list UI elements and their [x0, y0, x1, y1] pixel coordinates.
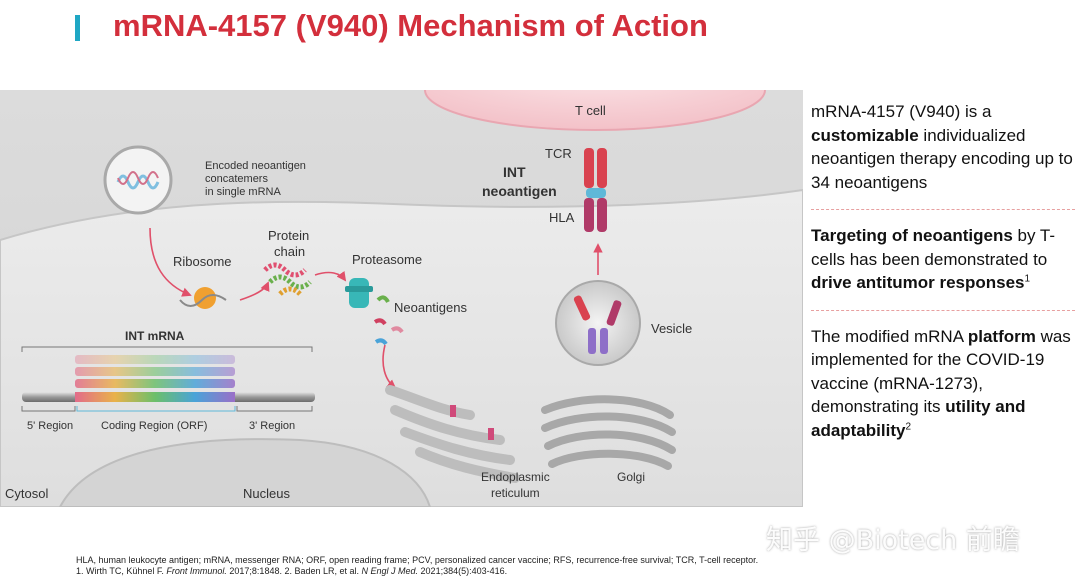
encoded-label-3: in single mRNA [205, 186, 281, 198]
cytosol-label: Cytosol [5, 486, 48, 501]
summary-point-2: Targeting of neoantigens by T-cells has … [811, 224, 1075, 295]
er-label-2: reticulum [491, 486, 540, 500]
coding-region-label: Coding Region (ORF) [101, 420, 207, 432]
tcr-hla-complex-icon [584, 148, 607, 232]
encoded-label-1: Encoded neoantigen [205, 160, 306, 172]
protein-label-1: Protein [268, 228, 309, 243]
ribosome-icon [179, 287, 227, 309]
abbreviations-footnote: HLA, human leukocyte antigen; mRNA, mess… [76, 555, 759, 565]
protein-chain-icon [263, 262, 312, 296]
summary-text: was implemented for the COVID-19 vaccine… [811, 326, 1071, 417]
arrow-to-protein [239, 281, 270, 301]
summary-emphasis: utility and adaptability [811, 397, 1026, 440]
proteasome-label: Proteasome [352, 252, 422, 267]
summary-text: The modified mRNA [811, 326, 968, 346]
summary-point-3: The modified mRNA platform was implement… [811, 325, 1075, 443]
reference-superscript: 1 [1024, 273, 1031, 285]
golgi-icon [541, 395, 676, 470]
three-region-label: 3' Region [249, 420, 295, 432]
neoantigens-label: Neoantigens [394, 300, 467, 315]
tcr-label: TCR [545, 146, 572, 161]
summary-text: by T-cells has been demonstrated to [811, 226, 1056, 269]
nucleus-label: Nucleus [243, 486, 290, 501]
hla-label: HLA [549, 210, 575, 225]
reference-text: 1. Wirth TC, Kühnel F. [76, 566, 167, 576]
summary-emphasis: drive antitumor responses [811, 273, 1025, 292]
summary-text: mRNA-4157 (V940) is a [811, 102, 992, 121]
vesicle-label: Vesicle [651, 321, 692, 336]
summary-emphasis: Targeting of neoantigens [811, 226, 1013, 245]
references-footnote: 1. Wirth TC, Kühnel F. Front Immunol. 20… [76, 566, 507, 576]
int-label: INT [503, 164, 526, 180]
summary-emphasis: platform [967, 326, 1036, 346]
vesicle-icon [555, 280, 641, 366]
watermark: 知乎 @Biotech 前瞻 [766, 525, 1020, 556]
arrow-to-ribosome [149, 227, 192, 297]
summary-text: individualized neoantigen therapy encodi… [811, 125, 1073, 192]
reference-superscript: 2 [905, 420, 912, 432]
page-title: mRNA-4157 (V940) Mechanism of Action [113, 8, 708, 43]
protein-label-2: chain [274, 244, 305, 259]
endoplasmic-reticulum-icon [385, 385, 520, 483]
neoantigen-fragments-icon [373, 295, 404, 346]
int-mrna-label: INT mRNA [125, 329, 185, 343]
journal-name: Front Immunol. [166, 566, 227, 576]
mechanism-diagram: T cell TCR INT neoantigen HLA Encoded ne… [0, 90, 803, 507]
five-region-label: 5' Region [27, 420, 73, 432]
journal-name: N Engl J Med. [361, 566, 419, 576]
reference-text: 2017;8:1848. 2. Baden LR, et al. [226, 566, 362, 576]
arrow-to-proteasome [314, 270, 347, 282]
er-label-1: Endoplasmic [481, 470, 550, 484]
ribosome-label: Ribosome [173, 254, 232, 269]
divider [811, 209, 1075, 210]
summary-emphasis: customizable [811, 125, 919, 145]
mrna-strand-icon [22, 355, 315, 402]
mrna-particle-icon [103, 145, 173, 215]
title-accent-bar [75, 15, 80, 41]
proteasome-icon [345, 278, 373, 308]
summary-panel: mRNA-4157 (V940) is a customizable indiv… [811, 100, 1075, 442]
reference-text: 2021;384(5):403-416. [418, 566, 508, 576]
encoded-label-2: concatemers [205, 173, 268, 185]
golgi-label: Golgi [617, 470, 645, 484]
summary-point-1: mRNA-4157 (V940) is a customizable indiv… [811, 100, 1075, 194]
divider [811, 309, 1075, 311]
t-cell-label: T cell [575, 103, 606, 118]
neoantigen-label: neoantigen [482, 183, 557, 199]
